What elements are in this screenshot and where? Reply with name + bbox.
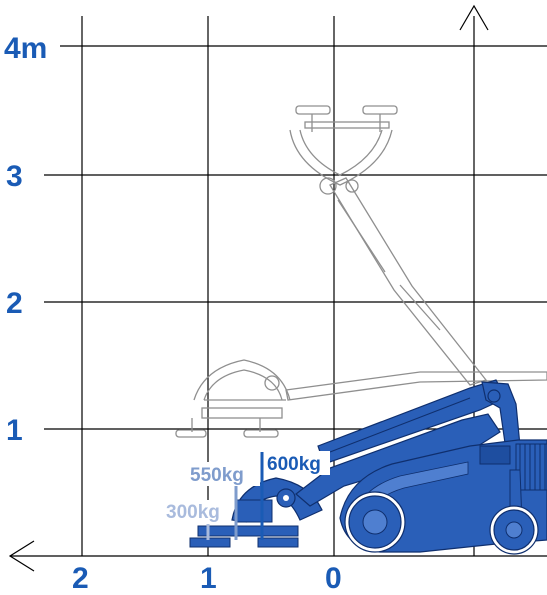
x-tick-0: 0 — [325, 562, 342, 595]
control-panel — [479, 445, 511, 465]
y-tick-2: 2 — [6, 287, 23, 320]
load-label-300: 300kg — [166, 502, 220, 523]
boom-arm-lower — [295, 413, 501, 507]
ghost-crossbar — [304, 121, 390, 129]
frame-pivot-center — [283, 495, 289, 501]
crane-machine — [295, 379, 547, 555]
grid — [10, 16, 547, 557]
y-tick-4m: 4m — [4, 32, 47, 65]
up-arrow-icon — [459, 4, 489, 31]
ghost-boom-cylinder — [337, 199, 386, 273]
y-tick-3: 3 — [6, 160, 23, 193]
lowered-vacuum-frame — [189, 452, 323, 548]
ghost-suction-pad — [175, 429, 207, 438]
load-labels: 600kg 550kg 300kg — [164, 451, 330, 524]
ghost-pivot — [264, 375, 280, 391]
load-label-bg — [188, 462, 260, 486]
load-label-600: 600kg — [267, 454, 321, 475]
frame-hub — [235, 499, 273, 523]
left-arrow-icon — [8, 540, 35, 572]
x-tick-2: 2 — [72, 562, 89, 595]
ghost-suction-pad — [295, 105, 331, 115]
rear-wheel-hub — [505, 521, 523, 539]
ghost-boom-arm — [329, 177, 488, 386]
suction-pad — [189, 537, 231, 548]
ghost-pivot — [319, 177, 337, 195]
ghost-pivot — [345, 179, 359, 193]
ghost-frame-arc-inner — [203, 369, 283, 401]
boom-pivot — [487, 389, 501, 403]
frame-base — [197, 525, 299, 537]
ghost-frame-arc-inner — [299, 129, 383, 176]
axis-arrows — [8, 4, 489, 572]
y-axis-labels: 4m 3 2 1 — [4, 32, 47, 447]
ghost-frame-arc — [289, 129, 393, 186]
ghost-frame-arc — [193, 359, 291, 401]
ghost-boom-cylinder — [399, 284, 441, 331]
load-label-bg — [164, 500, 228, 524]
load-label-550: 550kg — [190, 465, 244, 486]
suction-pad — [257, 537, 299, 548]
x-axis-labels: 2 1 0 — [72, 562, 342, 595]
boom-cylinder-line — [329, 397, 471, 453]
load-label-bg — [264, 451, 330, 475]
ghost-boom-mid — [175, 359, 547, 438]
ghost-boom-high — [289, 105, 488, 386]
engine-grille — [515, 443, 547, 491]
front-wheel-hub — [362, 509, 388, 535]
ghost-frame-box — [201, 407, 283, 419]
ghost-suction-pad — [362, 105, 398, 115]
ghost-boom-arm — [285, 371, 547, 401]
x-tick-1: 1 — [200, 562, 217, 595]
ghost-suction-pad — [243, 429, 279, 438]
y-tick-1: 1 — [6, 414, 23, 447]
